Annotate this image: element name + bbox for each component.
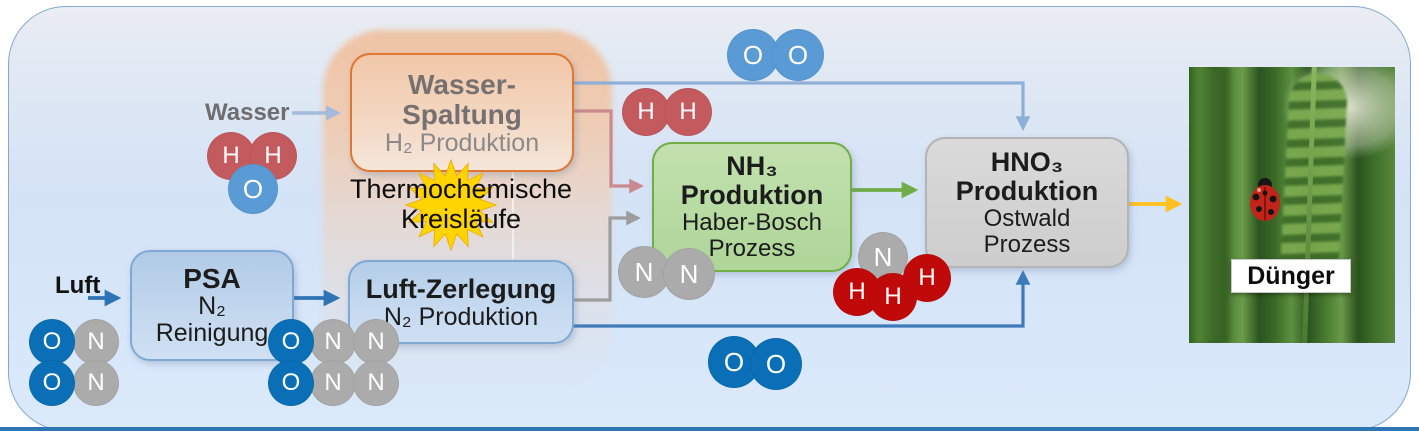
psa-subtitle-line1: N₂ [198,292,226,320]
nh3-subtitle-line2: Prozess [708,235,796,262]
water-splitting-title-line2: Spaltung [402,98,522,130]
nitrogen-atom: N [353,319,399,365]
duenger-label: Dünger [1231,259,1351,293]
h2o-molecule: H H O [207,132,307,217]
oxygen-atom: O [228,164,278,214]
oxygen-atom: O [268,319,314,365]
nitrogen-atom: N [618,246,670,298]
psa-subtitle-line2: Reinigung [155,319,269,347]
water-splitting-box: Wasser- Spaltung H₂ Produktion [350,53,574,172]
air-o2-molecule-left: O O [29,319,75,406]
nitrogen-atom: N [73,319,119,365]
psa-box: PSA N₂ Reinigung [130,250,294,361]
oxygen-atom: O [772,29,824,81]
nh3-subtitle-line1: Haber-Bosch [681,209,823,236]
hno3-production-box: HNO₃ Produktion Ostwald Prozess [925,137,1129,268]
purified-o2-molecule: O O [268,319,314,406]
h2-molecule: H H [622,88,712,136]
nh3-title-line2: Produktion [680,180,824,210]
hno3-subtitle-line1: Ostwald [983,204,1071,232]
nitrogen-atom: N [73,360,119,406]
wasser-label: Wasser [205,99,290,126]
hno3-subtitle-line2: Prozess [983,230,1071,258]
hydrogen-atom: H [664,88,712,136]
oxygen-atom: O [29,319,75,365]
o2-molecule-top: O O [727,29,824,81]
nh3-title-line1: NH₃ [726,151,778,181]
water-splitting-title-line1: Wasser- [408,68,516,100]
water-splitting-subtitle: H₂ Produktion [384,128,540,157]
n2-molecule: N N [618,246,715,300]
purified-n2-molecules: N N N N [310,319,399,406]
bottom-accent-bar [0,427,1419,431]
oxygen-atom: O [268,360,314,406]
wheat-stalk-blur [1195,67,1229,343]
thermochemical-cycles-label: Thermochemische Kreisläufe [331,174,591,234]
nitrogen-atom: N [353,360,399,406]
hno3-title-line2: Produktion [955,175,1099,206]
hydrogen-atom: H [622,88,670,136]
air-separation-subtitle: N₂ Produktion [383,302,539,331]
fertilizer-image: Dünger [1189,67,1395,343]
oxygen-atom: O [29,360,75,406]
sunburst-icon [404,158,498,252]
ladybug-icon [1250,178,1280,221]
nh3-molecule: N H H H [833,232,951,326]
h2-to-nh3-arrow [572,109,644,194]
o2-molecule-bottom: O O [708,336,803,391]
nitrogen-atom: N [310,319,356,365]
o2-from-watersplitting-arrow [572,81,1031,131]
oxygen-atom: O [750,338,802,390]
nitrogen-atom: N [663,248,715,300]
air-n2-molecule-left: N N [73,319,119,406]
o2-from-airseparation-arrow [572,270,1031,328]
n2-to-nh3-arrow [572,210,641,302]
hydrogen-atom: H [903,254,951,302]
thermo-line1: Thermochemische [349,174,573,204]
oxygen-atom: O [727,29,779,81]
psa-title: PSA [183,263,241,294]
luft-label: Luft [55,272,101,299]
thermo-line2: Kreisläufe [400,204,522,234]
nitrogen-atom: N [310,360,356,406]
air-separation-title: Luft-Zerlegung [365,273,557,304]
hno3-title-line1: HNO₃ [990,146,1064,177]
